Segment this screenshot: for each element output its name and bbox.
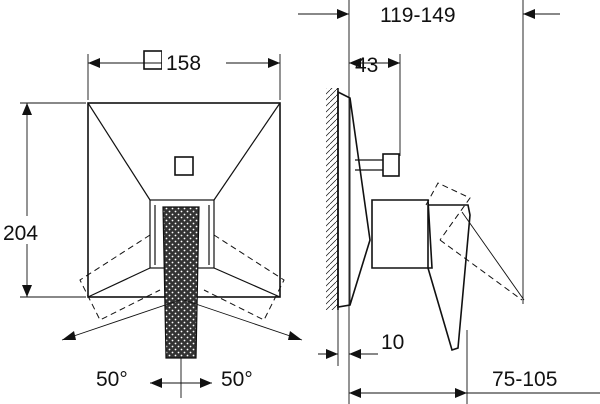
arrow xyxy=(150,378,162,388)
lever-raised-position xyxy=(461,211,525,301)
angle-left-label: 50° xyxy=(96,368,128,391)
width-dimension: 158 xyxy=(87,44,281,100)
mixer-body xyxy=(371,199,433,269)
arrow xyxy=(349,58,361,68)
lever-side xyxy=(427,204,471,352)
depth-range-dimension: 119-149 xyxy=(298,0,560,404)
label-bg xyxy=(162,44,226,72)
diverter-knob xyxy=(174,156,194,176)
label-bg xyxy=(0,216,54,244)
front-view xyxy=(61,102,303,398)
angle-arrow-right xyxy=(288,331,302,340)
wall-hatching xyxy=(326,88,338,310)
lever-raised-position xyxy=(425,182,471,241)
arrow xyxy=(337,9,349,19)
plate-offset-dimension: 10 xyxy=(318,310,404,366)
arrow xyxy=(455,388,467,398)
lever-rotation-left xyxy=(79,234,161,321)
angle-leader-right xyxy=(183,299,303,341)
bevel-line xyxy=(213,267,281,298)
plate-offset-label: 10 xyxy=(381,331,404,354)
height-label: 204 xyxy=(3,222,38,245)
arrow xyxy=(268,58,280,68)
bevel-line xyxy=(213,102,281,201)
arrow xyxy=(22,103,32,115)
bevel-line xyxy=(87,102,151,201)
square-outline-icon xyxy=(143,50,163,70)
side-view xyxy=(326,88,525,352)
arrow xyxy=(388,58,400,68)
body-depth-label: 43 xyxy=(355,54,378,77)
arrow xyxy=(349,388,361,398)
angle-leader-left xyxy=(61,299,181,341)
lever-handle xyxy=(162,206,200,359)
arrow xyxy=(200,378,212,388)
angle-right-label: 50° xyxy=(221,368,253,391)
depth-range-label: 119-149 xyxy=(380,4,456,27)
arrow xyxy=(326,349,338,359)
body-depth-dimension: 43 xyxy=(349,54,401,156)
lever-raised-position xyxy=(439,239,523,301)
arrow xyxy=(349,349,361,359)
lever-range-dimension: 75-105 xyxy=(349,330,600,404)
bevel-line xyxy=(87,267,151,298)
lever-range-label: 75-105 xyxy=(492,368,557,391)
width-label: 158 xyxy=(166,52,201,75)
arrow xyxy=(88,58,100,68)
angle-arrow-left xyxy=(62,331,76,340)
lever-rotation-right xyxy=(203,234,285,321)
arrow xyxy=(523,9,535,19)
diverter-knob-side xyxy=(382,153,400,177)
arrow xyxy=(22,285,32,297)
cover-plate-profile xyxy=(337,90,371,308)
height-dimension: 204 xyxy=(0,102,86,298)
